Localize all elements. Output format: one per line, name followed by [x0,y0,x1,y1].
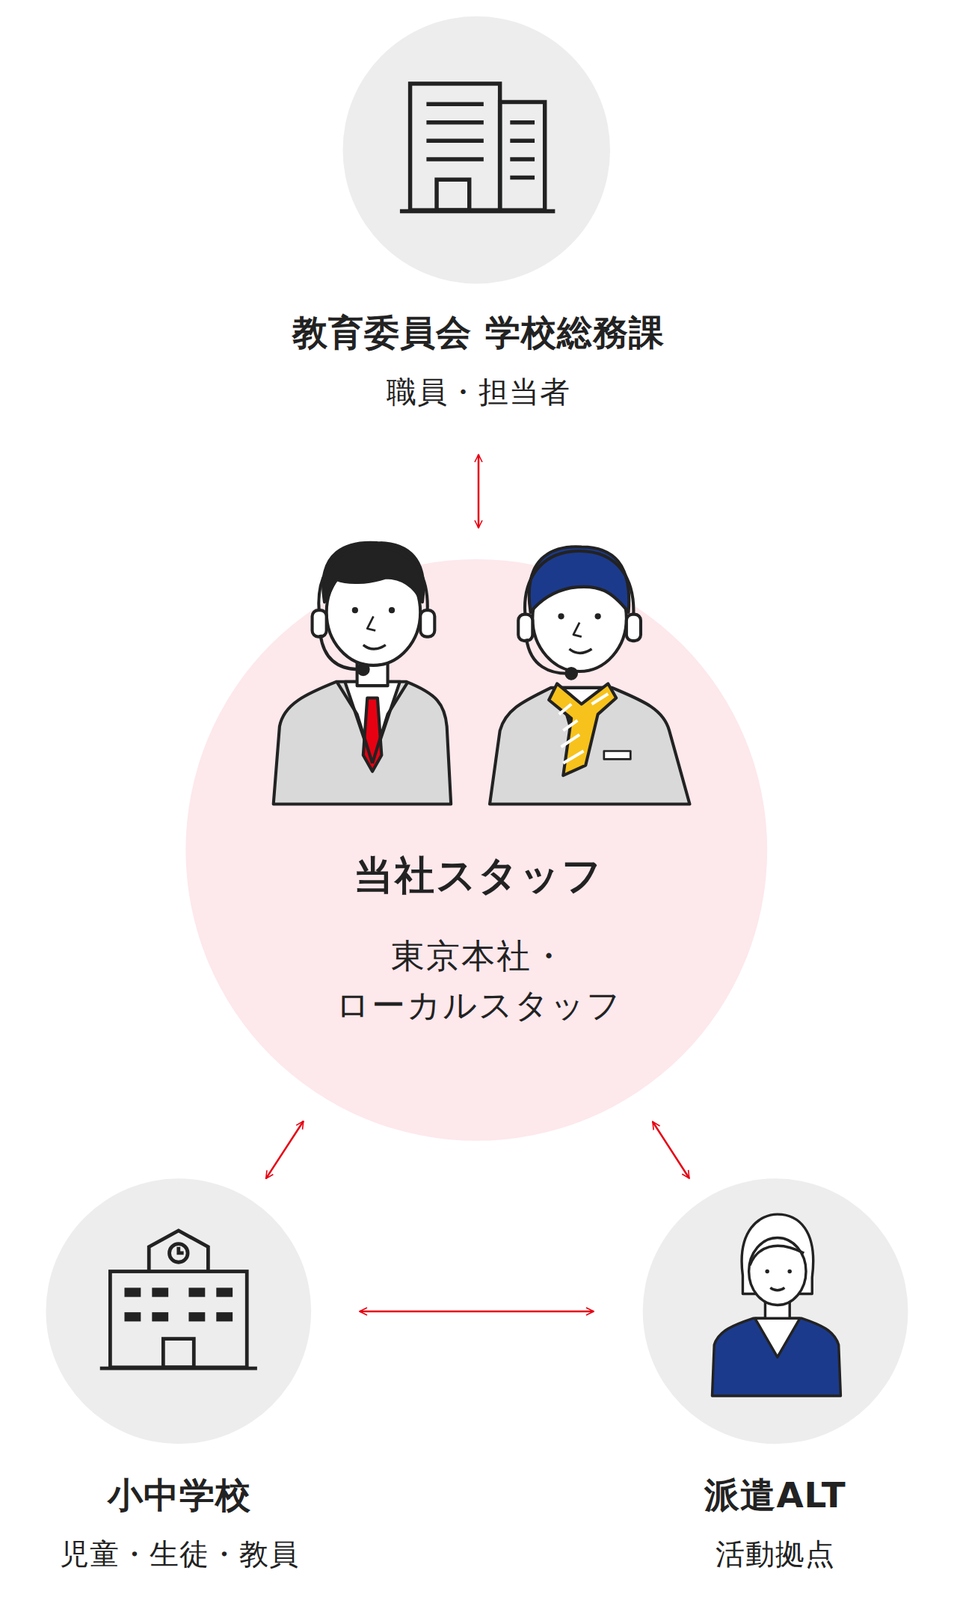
double-arrow [652,1121,690,1179]
node-subtext: 児童・生徒・教員 [29,1534,329,1574]
double-arrow [266,1120,304,1179]
party-circle: 派遣ALT 活動拠点 [625,1178,925,1595]
node-heading: 教育委員会 学校総務課 [179,309,778,356]
staff-circle: 当社スタッフ東京本社・ ローカルスタッフ [187,561,770,1144]
staff-man [273,542,451,805]
double-arrow [477,454,480,528]
double-arrow [359,1310,594,1313]
alt-person [711,1214,841,1396]
school-windows [124,1287,233,1322]
node-subtext: 職員・担当者 [179,372,778,412]
party-circle: 教育委員会 学校総務課職員・担当者 [179,14,778,434]
school-icon [100,1230,258,1369]
office-icon [399,83,555,212]
circle-ground [343,16,611,285]
node-heading: 派遣ALT [625,1472,925,1519]
circle-ground [642,1178,909,1444]
node-heading: 当社スタッフ [187,849,770,902]
node-subtext: 活動拠点 [625,1534,925,1574]
party-circle: 小中学校児童・生徒・教員 [29,1178,329,1595]
circle-ground [185,559,768,1141]
node-heading: 小中学校 [29,1472,329,1519]
staff-woman [489,546,690,804]
circle-ground [45,1178,312,1444]
node-subtext: 東京本社・ ローカルスタッフ [314,931,643,1031]
